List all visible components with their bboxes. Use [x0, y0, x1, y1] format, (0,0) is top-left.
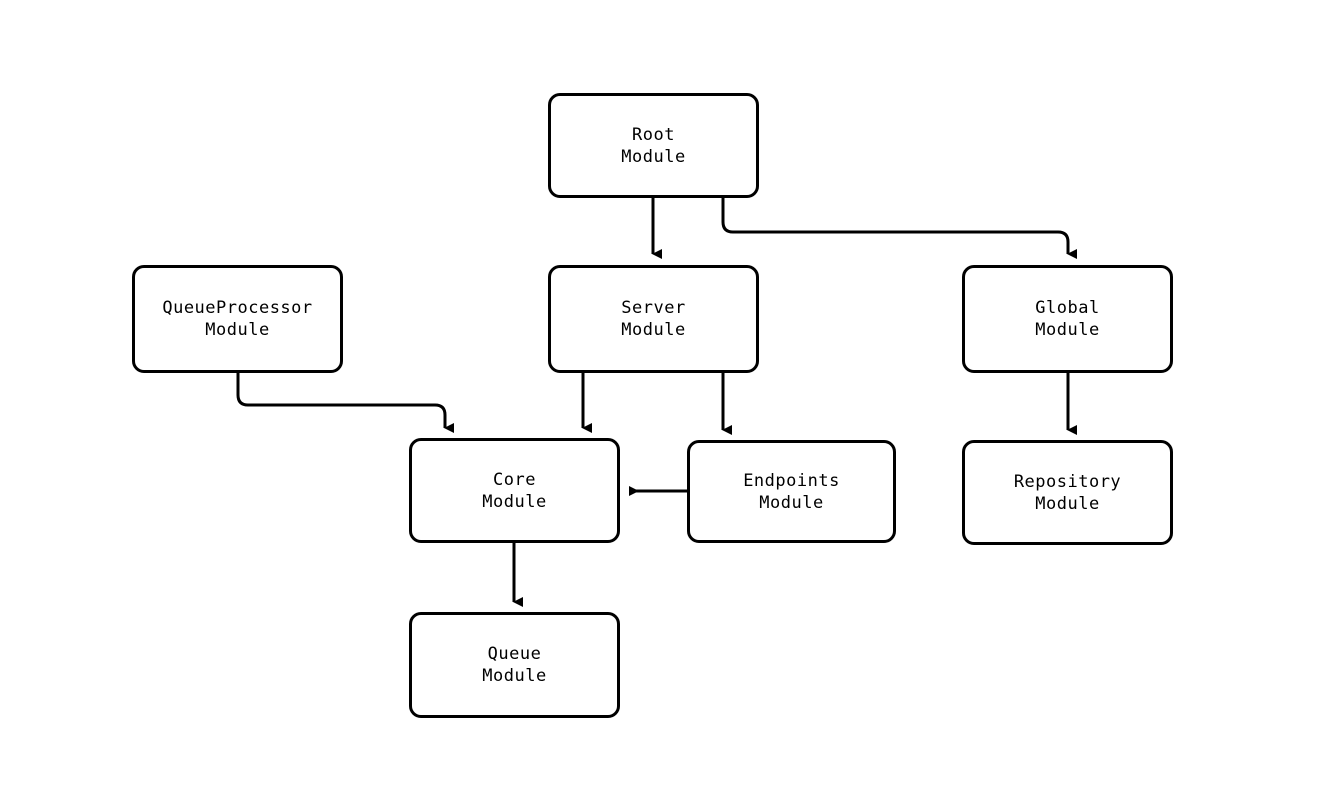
edge-root-to-global	[721, 198, 1077, 259]
node-server-module[interactable]: Server Module	[548, 265, 759, 373]
node-root-module[interactable]: Root Module	[548, 93, 759, 198]
node-core-module-label: Core Module	[482, 469, 547, 512]
node-core-module[interactable]: Core Module	[409, 438, 620, 543]
node-queue-module[interactable]: Queue Module	[409, 612, 620, 718]
node-queueprocessor-module[interactable]: QueueProcessor Module	[132, 265, 343, 373]
node-queue-module-label: Queue Module	[482, 644, 547, 686]
edge-queueprocessor-to-core	[236, 373, 454, 433]
node-repository-module-label: Repository Module	[1013, 471, 1122, 514]
node-global-module-label: Global Module	[1035, 298, 1100, 340]
node-endpoints-module[interactable]: Endpoints Module	[687, 440, 896, 543]
node-global-module[interactable]: Global Module	[962, 265, 1173, 373]
node-repository-module[interactable]: Repository Module	[962, 440, 1173, 545]
node-server-module-label: Server Module	[621, 298, 686, 340]
node-endpoints-module-label: Endpoints Module	[743, 470, 840, 513]
node-root-module-label: Root Module	[621, 124, 686, 167]
node-queueprocessor-module-label: QueueProcessor Module	[162, 298, 313, 340]
